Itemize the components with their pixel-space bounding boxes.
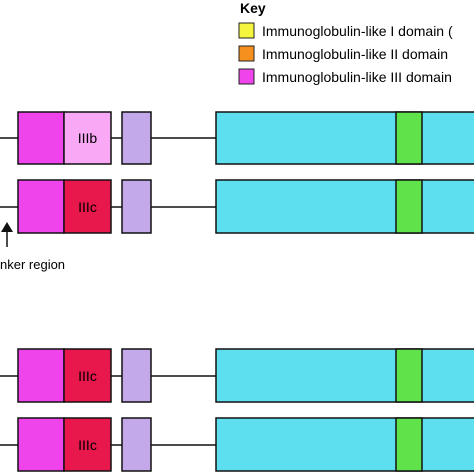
transmembrane-domain bbox=[121, 348, 152, 403]
kinase-insert bbox=[395, 111, 423, 165]
transmembrane-domain bbox=[121, 111, 152, 165]
key-item-ig1: Immunoglobulin-like I domain ( bbox=[238, 22, 453, 39]
ig3-variant-label: IIIc bbox=[78, 368, 97, 384]
ig3-variant-label: IIIc bbox=[78, 437, 97, 453]
ig3-n-domain bbox=[17, 417, 65, 472]
up-arrow-icon bbox=[1, 222, 13, 247]
ig3-n-domain bbox=[17, 179, 65, 234]
kinase-insert bbox=[395, 179, 423, 234]
receptor-row-3: IIIc bbox=[0, 348, 474, 403]
receptor-row-4: IIIc bbox=[0, 417, 474, 472]
key-title: Key bbox=[240, 0, 266, 16]
key-label-ig3: Immunoglobulin-like III domain bbox=[262, 69, 452, 85]
kinase-insert bbox=[395, 417, 423, 472]
linker-region-label: nker region bbox=[0, 257, 65, 272]
key-label-ig1: Immunoglobulin-like I domain ( bbox=[262, 23, 453, 39]
ig3-variant-domain bbox=[63, 111, 112, 165]
key-swatch-ig2 bbox=[238, 45, 255, 62]
linker-annotation: nker region bbox=[0, 222, 65, 272]
transmembrane-domain bbox=[121, 417, 152, 472]
kinase-domain bbox=[215, 417, 474, 472]
ig3-variant-label: IIIb bbox=[78, 130, 98, 146]
kinase-domain bbox=[215, 111, 474, 165]
key-item-ig2: Immunoglobulin-like II domain bbox=[238, 45, 448, 62]
receptor-row-2: IIIc bbox=[0, 179, 474, 234]
kinase-domain bbox=[215, 348, 474, 403]
key-swatch-ig3 bbox=[238, 68, 255, 85]
receptor-row-1: IIIb bbox=[0, 111, 474, 165]
ig3-variant-domain bbox=[63, 417, 112, 472]
ig3-variant-domain bbox=[63, 348, 112, 403]
ig3-n-domain bbox=[17, 111, 65, 165]
ig3-variant-label: IIIc bbox=[78, 199, 97, 215]
ig3-n-domain bbox=[17, 348, 65, 403]
key-legend: Key Immunoglobulin-like I domain ( Immun… bbox=[238, 0, 453, 85]
ig3-variant-domain bbox=[63, 179, 112, 234]
transmembrane-domain bbox=[121, 179, 152, 234]
kinase-insert bbox=[395, 348, 423, 403]
key-label-ig2: Immunoglobulin-like II domain bbox=[262, 46, 448, 62]
kinase-domain bbox=[215, 179, 474, 234]
key-swatch-ig1 bbox=[238, 22, 255, 39]
key-item-ig3: Immunoglobulin-like III domain bbox=[238, 68, 452, 85]
